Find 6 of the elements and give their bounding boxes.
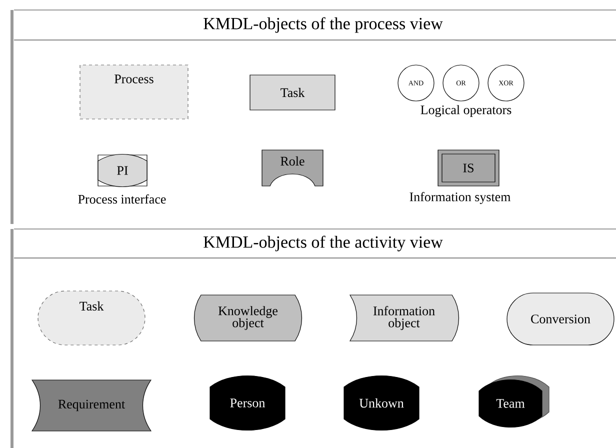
- shape-caption: Information system: [410, 192, 511, 204]
- task-box: Task: [250, 74, 336, 110]
- process-box: Process: [80, 64, 188, 120]
- information-system-box: IS: [438, 150, 500, 186]
- shape-caption: Process interface: [78, 194, 166, 204]
- group-caption: Logical operators: [420, 105, 512, 117]
